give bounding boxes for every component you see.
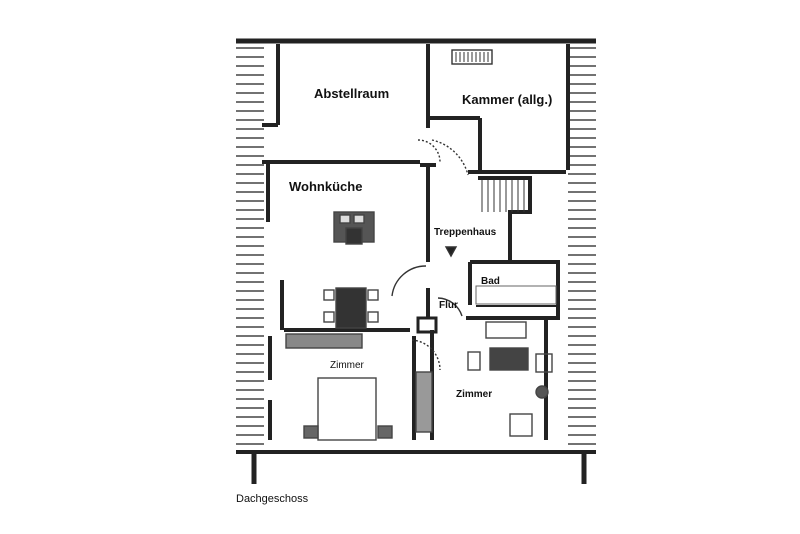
desk-chair-icon (509, 413, 533, 437)
room-label-abstellraum: Abstellraum (314, 86, 389, 101)
sofa-icon (485, 321, 527, 339)
room-label-treppenhaus: Treppenhaus (434, 227, 497, 238)
room-label-bad: Bad (481, 276, 500, 287)
furniture (285, 211, 557, 441)
dining-table-icon (335, 287, 367, 329)
plan-caption: Dachgeschoss (236, 493, 309, 505)
room-label-zimmer-right: Zimmer (456, 389, 492, 400)
room-label-kammer: Kammer (allg.) (462, 92, 552, 107)
door-arc-kammer (431, 139, 469, 176)
door-arc-flur (437, 297, 463, 317)
wardrobe-icon (285, 333, 363, 349)
room-label-zimmer-left: Zimmer (330, 360, 365, 371)
roof-hatching-left (236, 47, 264, 445)
bed-icon (317, 377, 377, 441)
walls (262, 44, 570, 440)
bathtub-icon (475, 285, 557, 305)
door-arc-wohnkueche (391, 265, 427, 297)
stair-arrow-icon (444, 246, 458, 258)
stairs-icon (481, 180, 525, 212)
closet-icon (415, 371, 433, 433)
roof-hatching-right (568, 47, 596, 445)
coffee-table-icon (489, 347, 529, 371)
armchair-icon-2 (467, 351, 481, 371)
room-label-flur: Flur (439, 300, 458, 311)
door-arc-zimmer (411, 339, 441, 371)
plant-icon (535, 385, 549, 399)
armchair-icon (535, 353, 553, 373)
fixtures (391, 49, 525, 371)
room-label-wohnkueche: Wohnküche (289, 179, 362, 194)
door-arc-top (417, 139, 441, 163)
